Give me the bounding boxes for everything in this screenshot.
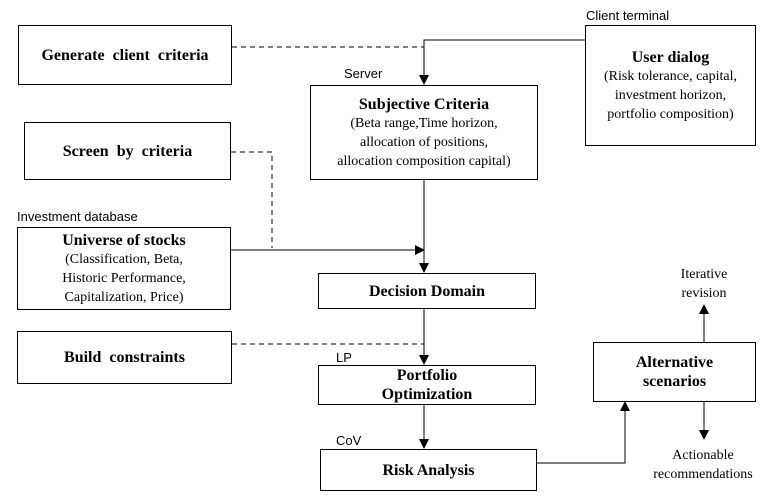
alternative-scenarios-box: Alternative scenarios <box>593 342 756 402</box>
risk-analysis-title: Risk Analysis <box>382 461 475 479</box>
risk-analysis-box: Risk Analysis <box>320 449 537 491</box>
user-dialog-line: investment horizon, <box>614 87 727 103</box>
user-dialog-line: portfolio composition) <box>607 106 734 122</box>
actionable-recommendations-line: recommendations <box>653 467 753 482</box>
universe-of-stocks-line: Capitalization, Price) <box>64 289 184 305</box>
iterative-revision-line: Iterative <box>680 267 728 282</box>
universe-of-stocks-line: (Classification, Beta, <box>65 251 183 267</box>
iterative-revision-note: Iterative revision <box>659 265 749 303</box>
iterative-revision-line: revision <box>681 286 727 301</box>
build-constraints-box: Build constraints <box>17 331 232 384</box>
arrow-risk-to-alternatives <box>537 401 630 464</box>
decision-domain-title: Decision Domain <box>369 282 485 300</box>
decision-domain-box: Decision Domain <box>318 273 536 309</box>
portfolio-optimization-title: Optimization <box>381 386 473 403</box>
subjective-criteria-title: Subjective Criteria <box>358 95 490 113</box>
user-dialog-title: User dialog <box>631 48 710 66</box>
user-dialog-box: User dialog (Risk tolerance, capital, in… <box>585 25 756 146</box>
generate-client-criteria-title: Generate client criteria <box>41 46 209 64</box>
server-label: Server <box>344 66 383 81</box>
portfolio-optimization-box: Portfolio Optimization <box>318 365 536 405</box>
subjective-criteria-line: (Beta range,Time horizon, <box>350 115 498 131</box>
subjective-criteria-line: allocation of positions, <box>360 134 488 150</box>
actionable-recommendations-line: Actionable <box>672 448 734 463</box>
screen-by-criteria-box: Screen by criteria <box>24 122 231 180</box>
actionable-recommendations-note: Actionable recommendations <box>636 446 770 484</box>
generate-client-criteria-box: Generate client criteria <box>18 25 232 85</box>
universe-of-stocks-line: Historic Performance, <box>62 270 186 286</box>
alternative-scenarios-title: Alternative <box>635 354 714 371</box>
build-constraints-title: Build constraints <box>64 349 185 366</box>
investment-database-label: Investment database <box>17 209 138 224</box>
universe-of-stocks-title: Universe of stocks <box>62 231 186 249</box>
screen-by-criteria-title: Screen by criteria <box>62 142 193 160</box>
arrow-user-dialog-to-subjective-criteria <box>419 39 585 85</box>
dashed-link-screen-criteria <box>231 151 273 248</box>
cov-label: CoV <box>336 433 362 448</box>
user-dialog-line: (Risk tolerance, capital, <box>604 68 737 84</box>
universe-of-stocks-box: Universe of stocks (Classification, Beta… <box>17 227 231 310</box>
subjective-criteria-line: allocation composition capital) <box>337 153 511 169</box>
lp-label: LP <box>336 350 352 365</box>
portfolio-optimization-title: Portfolio <box>396 367 458 384</box>
subjective-criteria-box: Subjective Criteria (Beta range,Time hor… <box>310 85 538 180</box>
client-terminal-label: Client terminal <box>586 8 670 23</box>
alternative-scenarios-title: scenarios <box>642 373 707 390</box>
